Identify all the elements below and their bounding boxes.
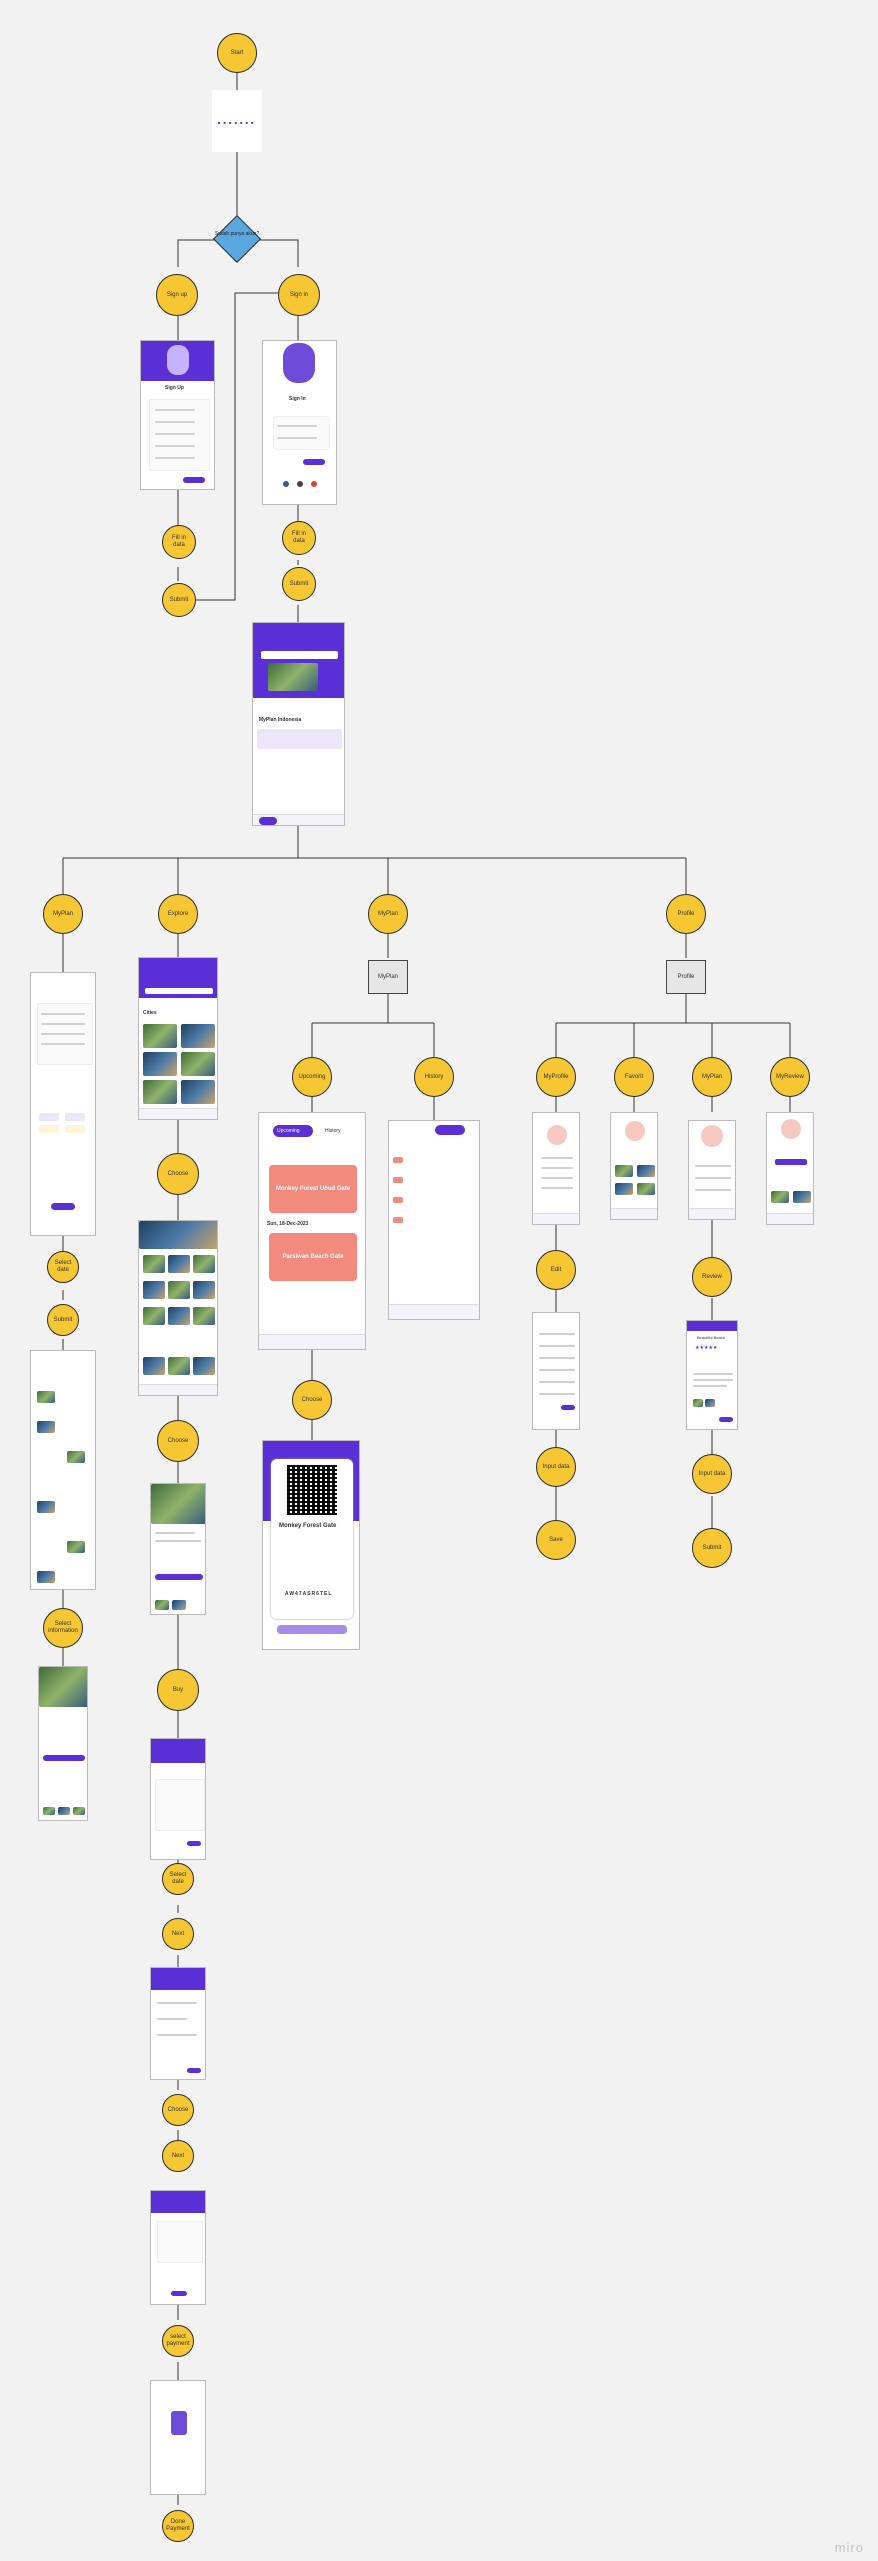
choose-upcoming-node[interactable]: Choose — [292, 1380, 332, 1420]
fill-data-signup-node[interactable]: Fill in data — [162, 525, 196, 559]
decision-label: Sudah punya akun? — [214, 231, 260, 237]
myplan-calendar-screen — [30, 972, 96, 1236]
ticket-card-2[interactable]: Parsiwan Beach Gate — [269, 1233, 357, 1281]
favorit-node[interactable]: Favorit — [614, 1057, 654, 1097]
sign-in-screen: Sign In — [262, 340, 337, 505]
splash-screen: ■ ■ ■ ■ ■ ■ ■ — [212, 90, 262, 152]
buy-node[interactable]: Buy — [157, 1669, 199, 1711]
myplan-branch-node[interactable]: MyPlan — [43, 894, 83, 934]
input-data-profile-node[interactable]: Input data — [536, 1447, 576, 1487]
city-places-screen — [138, 1220, 218, 1396]
submit-signup-node[interactable]: Submit — [162, 583, 196, 617]
myprofile-screen — [532, 1112, 580, 1225]
place-detail-screen — [38, 1666, 88, 1821]
edit-node[interactable]: Edit — [536, 1250, 576, 1290]
myplan-profile-node[interactable]: MyPlan — [692, 1057, 732, 1097]
history-node[interactable]: History — [414, 1057, 454, 1097]
upcoming-node[interactable]: Upcoming — [292, 1057, 332, 1097]
choose-city-node[interactable]: Choose — [157, 1153, 199, 1195]
next-node-1[interactable]: Next — [162, 1918, 194, 1950]
submit-review-node[interactable]: Submit — [692, 1528, 732, 1568]
profile-branch-node[interactable]: Profile — [666, 894, 706, 934]
plan-timeline-screen — [30, 1350, 96, 1590]
myplan-profile-screen — [688, 1120, 736, 1220]
select-payment-node[interactable]: select payment — [162, 2325, 194, 2357]
review-node[interactable]: Review — [692, 1257, 732, 1297]
select-date-plan-node[interactable]: Select date — [47, 1251, 79, 1283]
explore-screen: Cities — [138, 957, 218, 1120]
ticket-type-screen — [150, 1967, 206, 2080]
miro-watermark: miro — [834, 2540, 864, 2555]
submit-signin-node[interactable]: Submit — [282, 567, 316, 601]
start-node: Start — [217, 33, 257, 73]
place-info-screen — [150, 1483, 206, 1615]
myreview-node[interactable]: MyReview — [770, 1057, 810, 1097]
sign-in-node[interactable]: Sign in — [278, 274, 320, 316]
upcoming-tickets-screen: Upcoming History Monkey Forest Ubud Gate… — [258, 1112, 366, 1350]
next-node-2[interactable]: Next — [162, 2140, 194, 2172]
myplan-box: MyPlan — [368, 960, 408, 994]
choose-ticket-node[interactable]: Choose — [162, 2094, 194, 2126]
explore-branch-node[interactable]: Explore — [158, 894, 198, 934]
fill-data-signin-node[interactable]: Fill in data — [282, 521, 316, 555]
myreview-screen — [766, 1112, 814, 1225]
myplan-ticket-branch-node[interactable]: MyPlan — [368, 894, 408, 934]
ticket-card-1[interactable]: Monkey Forest Ubud Gate — [269, 1165, 357, 1213]
input-data-review-node[interactable]: Input data — [692, 1454, 732, 1494]
qr-ticket-screen: Monkey Forest Gate AW47ASR6TEL — [262, 1440, 360, 1650]
select-date-buy-node[interactable]: Select date — [162, 1863, 194, 1895]
done-payment-node[interactable]: Done Payment — [162, 2510, 194, 2542]
save-node[interactable]: Save — [536, 1520, 576, 1560]
qr-code-icon — [287, 1465, 337, 1515]
payment-done-screen — [150, 2380, 206, 2495]
favorit-screen — [610, 1112, 658, 1220]
profile-box: Profile — [666, 960, 706, 994]
home-screen: MyPlan Indonesia — [252, 622, 345, 826]
submit-plan-node[interactable]: Submit — [47, 1304, 79, 1336]
sign-up-node[interactable]: Sign up — [156, 274, 198, 316]
history-tickets-screen — [388, 1120, 480, 1320]
payment-screen — [150, 2190, 206, 2305]
choose-place-node[interactable]: Choose — [157, 1420, 199, 1462]
select-information-node[interactable]: Select information — [43, 1608, 83, 1648]
write-review-screen: Beautiful Beach ★★★★★ — [686, 1320, 738, 1430]
edit-profile-screen — [532, 1312, 580, 1430]
sign-up-screen: Sign Up — [140, 340, 215, 490]
myprofile-node[interactable]: MyProfile — [536, 1057, 576, 1097]
select-date-screen — [150, 1738, 206, 1860]
